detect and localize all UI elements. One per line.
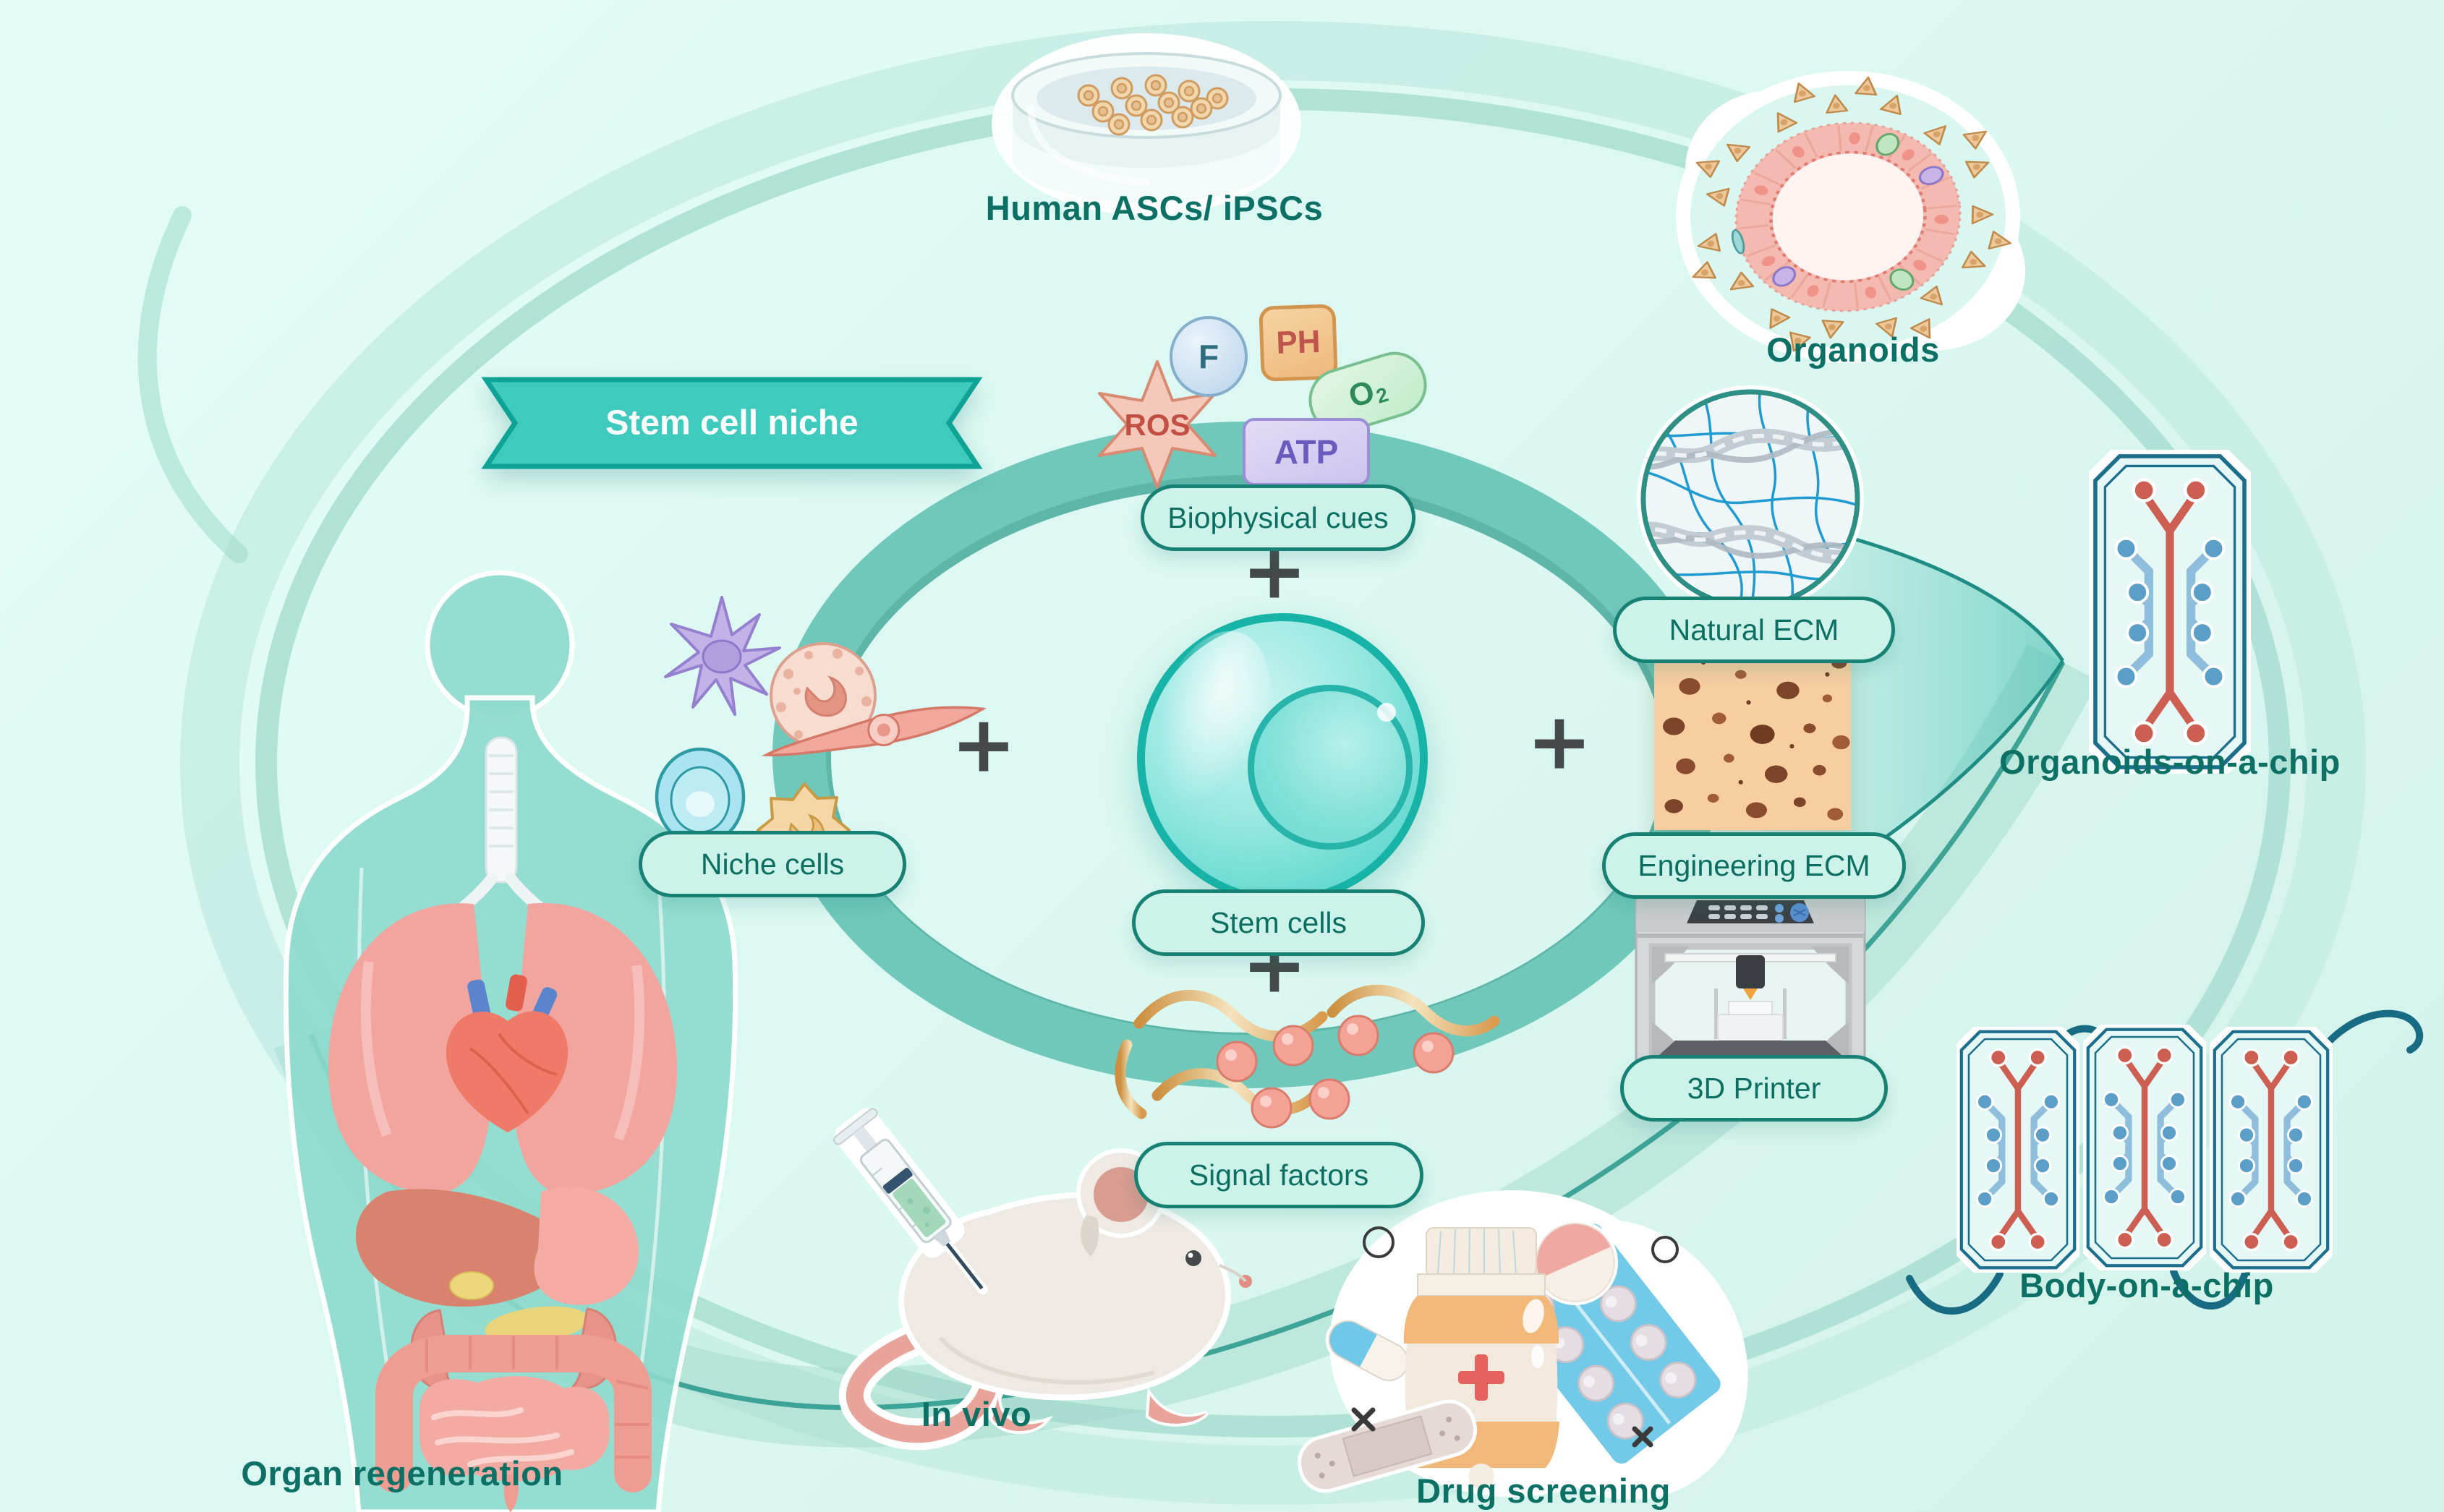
atp-badge: ATP: [1243, 418, 1370, 486]
signal-factors-icons: [1115, 984, 1500, 1129]
printer-3d-icon: [1635, 892, 1866, 1084]
stem-cell-nucleus: [1248, 685, 1413, 850]
label-organ-regeneration: Organ regeneration: [241, 1454, 563, 1492]
label-drug-screening: Drug screening: [1416, 1472, 1671, 1510]
label-body-on-a-chip: Body-on-a-chip: [2019, 1266, 2274, 1304]
pill-signal-factors: Signal factors: [1134, 1142, 1423, 1208]
organoids-chip-icon: [2089, 450, 2251, 774]
label-human-ascs: Human ASCs/ iPSCs: [985, 189, 1324, 227]
body-chip-icon-1: [1957, 1023, 2079, 1276]
intestines: [375, 1334, 652, 1512]
human-body-icon: [283, 570, 738, 1512]
lungs: [328, 902, 677, 1195]
ph-badge: PH: [1259, 304, 1338, 382]
in-vivo-mouse-icon: [833, 1108, 1252, 1451]
plus-sign-left: +: [950, 699, 1017, 790]
bandage: [1297, 1399, 1478, 1493]
stem-cell-niche-banner: [481, 377, 983, 469]
pill-niche-cells: Niche cells: [639, 831, 906, 897]
f-badge: F: [1170, 316, 1248, 397]
banner-label: Stem cell niche: [605, 403, 859, 443]
ros-badge-label: ROS: [1124, 408, 1191, 442]
stem-cell-icon: [1137, 613, 1428, 904]
mouse-feet: [989, 1387, 1209, 1434]
engineering-ecm-icon: [1654, 631, 1851, 830]
body-chip-icon-3: [2210, 1023, 2333, 1276]
label-organoids-on-a-chip: Organoids-on-a-chip: [1999, 743, 2341, 781]
liver-stomach: [355, 1186, 639, 1344]
pill-3d-printer: 3D Printer: [1620, 1055, 1888, 1122]
natural-ecm-icon: [1637, 385, 1864, 612]
drug-screening-icon: [1297, 1190, 1748, 1500]
fibroblast-cell-icon: [761, 706, 987, 756]
pill-stem-cells: Stem cells: [1132, 889, 1425, 956]
label-in-vivo: In vivo: [921, 1395, 1032, 1433]
pill-natural-ecm: Natural ECM: [1613, 597, 1895, 663]
body-chip-icon-2: [2083, 1021, 2206, 1274]
petri-dish-icon: [992, 33, 1301, 215]
label-organoids: Organoids: [1766, 330, 1940, 369]
syringe-icon: [833, 1108, 988, 1295]
pill-engineering-ecm: Engineering ECM: [1602, 832, 1906, 899]
organoid-icon: [1676, 71, 2025, 363]
heart: [446, 974, 569, 1132]
plus-sign-right: +: [1526, 696, 1593, 787]
dendritic-cell-icon: [664, 596, 781, 716]
pill-biophysical-cues: Biophysical cues: [1141, 484, 1415, 551]
